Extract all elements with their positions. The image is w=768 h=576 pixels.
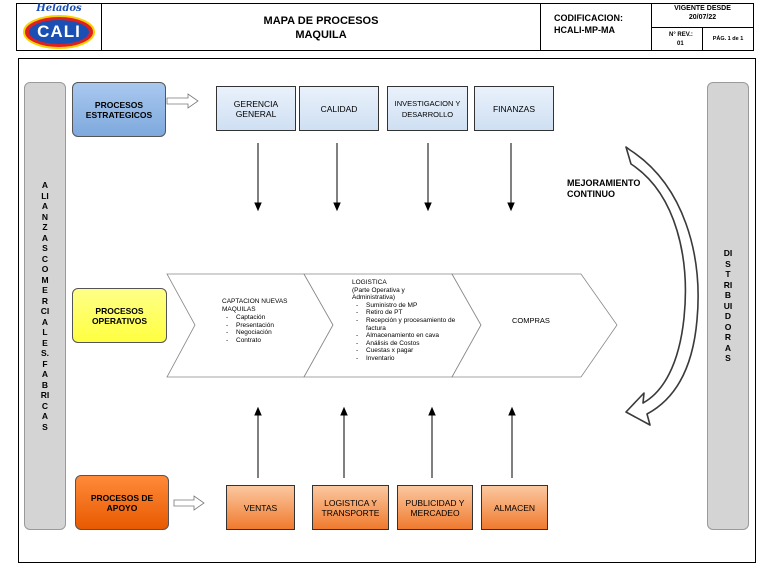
- box-publicidad-mercadeo: PUBLICIDAD Y MERCADEO: [397, 485, 473, 530]
- box-finanzas: FINANZAS: [474, 86, 554, 131]
- vertical-letter: A: [41, 411, 49, 421]
- label-procesos-operativos: PROCESOS OPERATIVOS: [72, 288, 167, 343]
- captacion-list: Captación Presentación Negociación Contr…: [222, 314, 322, 344]
- vertical-letter: A: [724, 342, 732, 353]
- vertical-letter: A: [41, 316, 49, 327]
- vertical-letter: E: [42, 337, 48, 348]
- vertical-letter: A: [41, 369, 49, 379]
- vertical-letter: F: [42, 358, 48, 369]
- code-label: CODIFICACION:: [554, 13, 623, 23]
- vertical-letter: UI: [723, 300, 733, 311]
- vertical-letter: S: [42, 243, 48, 253]
- captacion-text: CAPTACION NUEVAS MAQUILAS Captación Pres…: [222, 298, 322, 345]
- up-arrows: [254, 406, 516, 478]
- vertical-letter: M: [41, 274, 49, 285]
- vertical-letter: A: [41, 180, 49, 190]
- vertical-letter: Z: [42, 222, 48, 232]
- vertical-letter: DI: [723, 248, 733, 259]
- box-ventas: VENTAS: [226, 485, 295, 530]
- logo-top-text: Helados: [36, 3, 82, 14]
- logistica-subtitle: (Parte Operativa y Administrativa): [352, 286, 405, 302]
- vertical-letter: B: [724, 290, 732, 301]
- box-calidad: CALIDAD: [299, 86, 379, 131]
- vigente-date: 20/07/22: [688, 14, 717, 21]
- vertical-letter: L: [42, 327, 48, 337]
- logistica-title: LOGISTICA: [352, 279, 387, 286]
- page-number: PÁG. 1 de 1: [712, 36, 744, 42]
- hollow-arrow-apoyo: [173, 495, 205, 511]
- vertical-letter: S: [725, 353, 731, 364]
- logistica-text: LOGISTICA (Parte Operativa y Administrat…: [352, 279, 464, 363]
- vertical-letter: D: [724, 311, 732, 322]
- box-almacen: ALMACEN: [481, 485, 548, 530]
- vertical-letter: S.: [40, 348, 50, 358]
- vertical-letter: RI: [40, 390, 50, 400]
- box-logistica-transporte: LOGISTICA Y TRANSPORTE: [312, 485, 389, 530]
- list-item: Almacenamiento en cava: [356, 332, 464, 340]
- header-page-cell: [702, 27, 754, 51]
- compras-text: COMPRAS: [512, 316, 550, 325]
- vertical-letter: C: [41, 253, 49, 264]
- logo-main-text: CALI: [37, 22, 81, 41]
- list-item: Presentación: [226, 322, 322, 330]
- vertical-letter: S: [725, 258, 731, 269]
- page-title-line2: MAQUILA: [295, 29, 347, 41]
- curved-arrow-mejoramiento: [625, 146, 699, 426]
- logistica-list: Suministro de MP Retiro de PT Recepción …: [352, 302, 464, 363]
- page-title-line1: MAPA DE PROCESOS: [263, 15, 379, 27]
- list-item: Cuestas x pagar: [356, 347, 464, 355]
- vertical-letter: R: [724, 332, 732, 343]
- vertical-letter: C: [41, 400, 49, 411]
- vertical-letter: R: [41, 295, 49, 306]
- logo: Helados CALI: [22, 3, 96, 50]
- list-item: Negociación: [226, 329, 322, 337]
- box-investigacion-desarrollo: INVESTIGACION Y DESARROLLO: [387, 86, 468, 131]
- vertical-letter: A: [41, 201, 49, 211]
- vertical-letter: T: [725, 269, 731, 280]
- vertical-letter: A: [41, 232, 49, 243]
- list-item: Captación: [226, 314, 322, 322]
- vertical-letter: O: [724, 321, 732, 332]
- label-procesos-estrategicos: PROCESOS ESTRATEGICOS: [72, 82, 166, 137]
- captacion-title: CAPTACION NUEVAS MAQUILAS: [222, 298, 288, 313]
- list-item: Retiro de PT: [356, 309, 464, 317]
- list-item: Recepción y procesamiento de factura: [356, 317, 464, 332]
- label-procesos-apoyo: PROCESOS DE APOYO: [75, 475, 169, 530]
- vigente-label: VIGENTE DESDE: [674, 5, 731, 12]
- code-value: HCALI-MP-MA: [554, 25, 615, 35]
- vertical-letter: LI: [41, 190, 49, 201]
- rev-value: 01: [677, 41, 684, 47]
- diagram-frame: [18, 58, 756, 563]
- list-item: Contrato: [226, 337, 322, 345]
- page-title: MAPA DE PROCESOS MAQUILA: [101, 14, 541, 42]
- list-item: Suministro de MP: [356, 302, 464, 310]
- down-arrows: [254, 143, 515, 212]
- vertical-letter: B: [41, 379, 49, 390]
- chevron-compras: [451, 273, 618, 378]
- vertical-letter: RI: [723, 279, 733, 290]
- list-item: Inventario: [356, 355, 464, 363]
- box-gerencia-general: GERENCIA GENERAL: [216, 86, 296, 131]
- vertical-letter: E: [42, 285, 48, 295]
- vertical-letter: S: [42, 421, 48, 432]
- vertical-letter: O: [41, 264, 49, 274]
- hollow-arrow-estrategicos: [166, 93, 199, 109]
- vertical-letter: CI: [40, 306, 50, 316]
- vertical-letter: N: [41, 211, 49, 222]
- mejoramiento-continuo-label: MEJORAMIENTO CONTINUO: [567, 178, 641, 199]
- list-item: Análisis de Costos: [356, 340, 464, 348]
- rev-label: N° REV.:: [669, 32, 693, 38]
